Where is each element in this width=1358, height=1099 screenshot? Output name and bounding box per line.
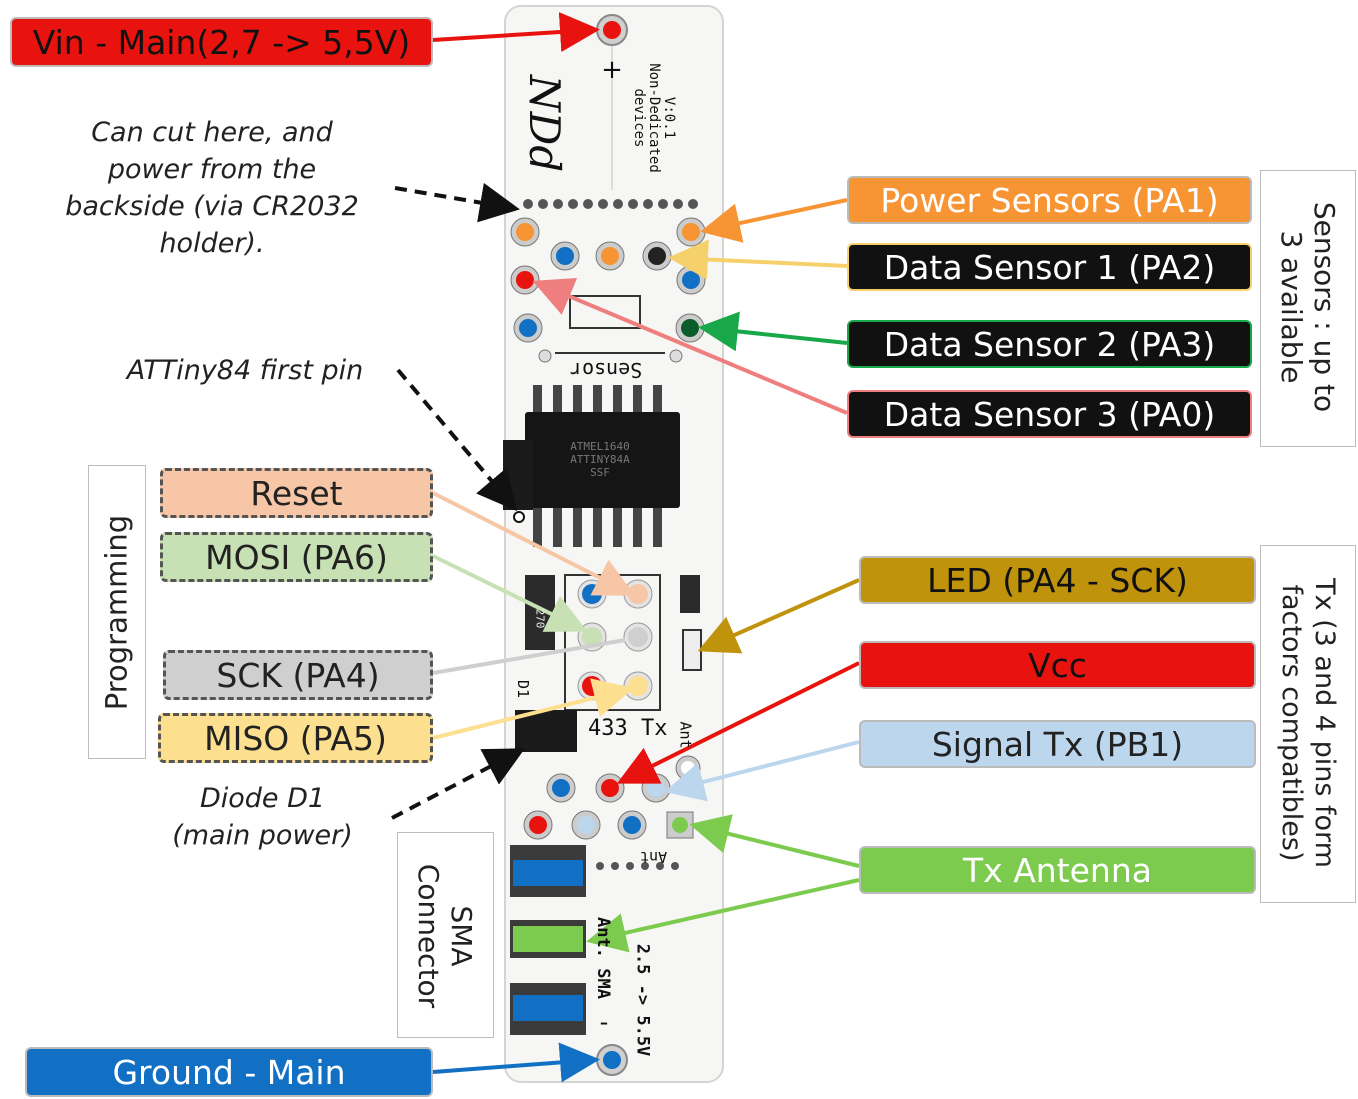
sensors-group-label: Sensors : up to 3 available: [1275, 201, 1341, 413]
board-resistor-text: 270: [533, 608, 547, 629]
programming-group: [88, 465, 146, 759]
board-sensor-text: Sensor: [570, 358, 643, 382]
power-sensors-arrow: [700, 198, 848, 243]
diode-note: Diode D1 (main power): [172, 783, 353, 851]
board-ant-text: Ant: [676, 721, 695, 749]
sck-label: SCK (PA4): [163, 650, 433, 700]
data-sensor-3-label: Data Sensor 3 (PA0): [847, 390, 1252, 438]
svg-text:+: +: [601, 55, 623, 85]
sma-connector-label: SMA Connector: [412, 863, 478, 1009]
cut-here-note: Can cut here, and power from the backsid…: [65, 117, 359, 259]
vcc-arrow: [616, 661, 860, 784]
sensors-group: [1260, 170, 1356, 447]
break-pin-row: [523, 199, 698, 209]
ground-label: Ground - Main: [25, 1047, 433, 1097]
vin-arrow: [432, 12, 600, 52]
data-sensor-2-arrow: [698, 311, 848, 352]
signal-tx-label: Signal Tx (PB1): [859, 720, 1256, 768]
programming-group-label: Programming: [99, 514, 134, 711]
ground-arrow: [432, 1042, 600, 1083]
miso-arrow: [432, 678, 634, 740]
miso-label: MISO (PA5): [158, 713, 433, 763]
sck-arrow: [432, 638, 626, 675]
led-arrow: [697, 578, 860, 654]
data-sensor-1-label: Data Sensor 1 (PA2): [847, 243, 1252, 291]
reset-arrow: [432, 491, 636, 596]
board-voltage-text: 2.5 -> 5.5V: [632, 943, 653, 1057]
sensor-pads: [510, 217, 706, 363]
tx-antenna-arrow-1: [689, 814, 860, 868]
svg-text:-: -: [600, 1008, 609, 1036]
board-diode-mark: D1: [514, 679, 533, 699]
reset-label: Reset: [160, 468, 433, 518]
cut-here-arrow: [394, 182, 520, 223]
attiny-first-pin-note: ATTiny84 first pin: [126, 355, 364, 386]
board-logo: NDd: [520, 74, 570, 172]
power-sensors-label: Power Sensors (PA1): [847, 176, 1252, 224]
tx-group-label: Tx (3 and 4 pins form factors compatible…: [1276, 578, 1340, 868]
vin-label: Vin - Main(2,7 -> 5,5V): [10, 17, 433, 67]
sma-connector-group: [397, 832, 494, 1038]
tx-antenna-label: Tx Antenna: [859, 846, 1256, 894]
diode-arrow: [391, 748, 526, 820]
board-ant-bottom-text: Ant: [640, 848, 668, 866]
board-version-text: V:0.1 Non-Dedicated devices: [631, 63, 677, 173]
sma-pads: [510, 845, 586, 1035]
board-ant-sma-text: Ant. SMA: [592, 917, 613, 999]
bottom-pin-row: [596, 862, 679, 870]
signal-tx-arrow: [664, 740, 860, 802]
tx-group: [1260, 545, 1356, 903]
data-sensor-1-arrow: [668, 239, 848, 280]
led-label: LED (PA4 - SCK): [859, 556, 1256, 604]
attiny-first-pin-arrow: [396, 368, 518, 512]
board-tx-text: 433 Tx: [588, 716, 668, 741]
data-sensor-3-arrow: [532, 277, 848, 415]
vcc-label: Vcc: [859, 641, 1256, 689]
tx-antenna-arrow-2: [586, 878, 860, 953]
data-sensor-2-label: Data Sensor 2 (PA3): [847, 320, 1252, 368]
mosi-arrow: [432, 554, 588, 632]
chip-marking: ATMEL1640 ATTINY84A SSF: [570, 440, 630, 479]
mosi-label: MOSI (PA6): [160, 532, 433, 582]
